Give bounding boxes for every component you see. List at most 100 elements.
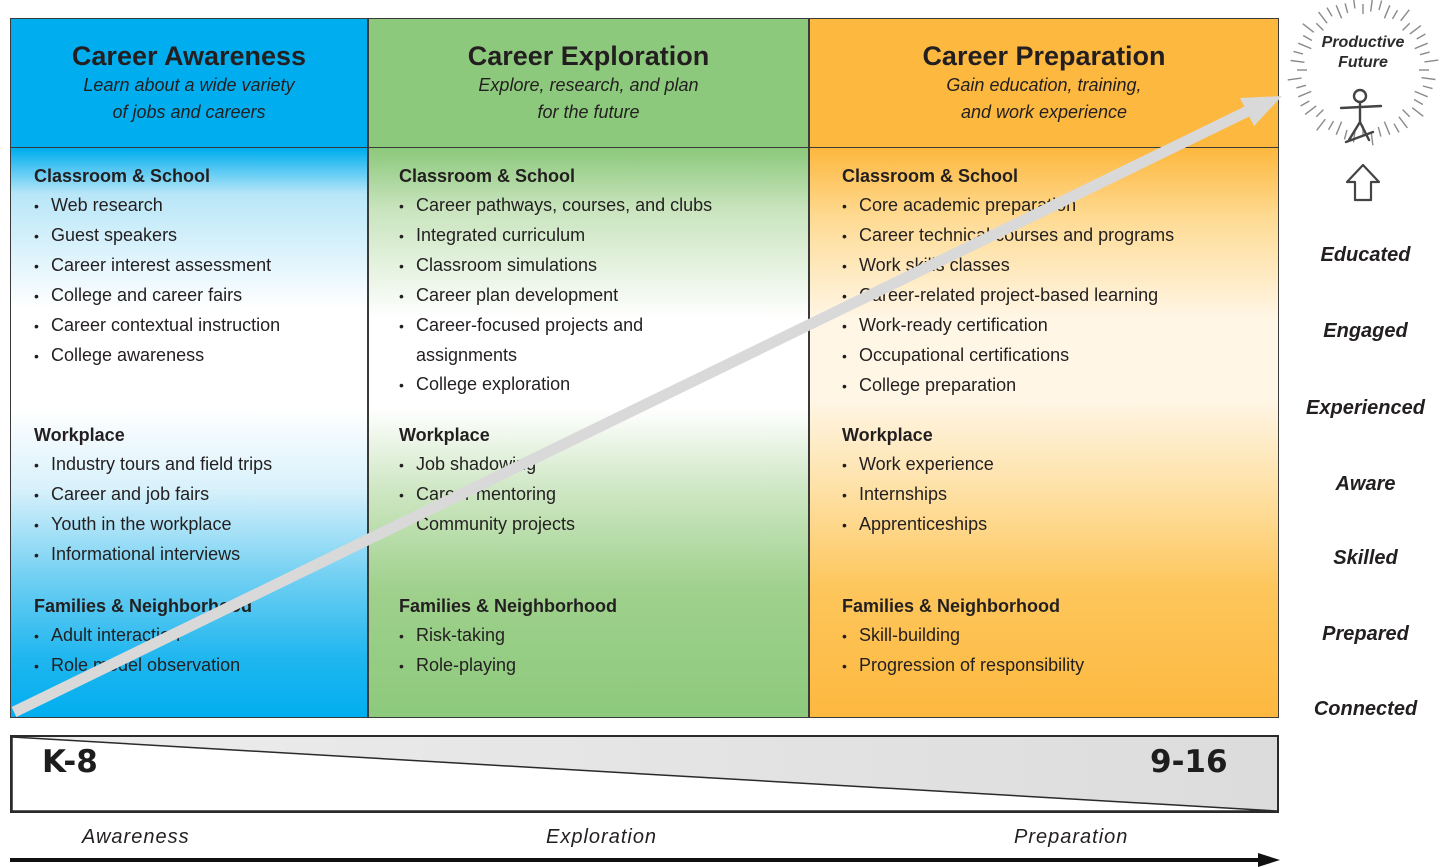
ray-stroke — [1398, 116, 1408, 129]
outcome-label: Prepared — [1322, 623, 1409, 645]
list-item: Youth in the workplace — [34, 510, 364, 540]
section-heading: Classroom & School — [399, 166, 576, 186]
preparation-families-section: Families & Neighborhood Skill-building P… — [842, 592, 1272, 681]
grade-left-label: K-8 — [42, 744, 98, 780]
ray-stroke — [1383, 121, 1391, 135]
list-item: Risk-taking — [399, 621, 799, 651]
ray-stroke — [1296, 84, 1307, 89]
ray-stroke — [1414, 90, 1428, 98]
section-heading: Families & Neighborhood — [842, 596, 1061, 616]
list-item: Job shadowing — [399, 450, 799, 480]
exploration-subtitle-line2: for the future — [537, 102, 640, 122]
list-item: Occupational certifications — [842, 341, 1272, 371]
preparation-header: Career Preparation Gain education, train… — [809, 40, 1279, 126]
outcome-label: Connected — [1313, 698, 1418, 720]
exploration-header: Career Exploration Explore, research, an… — [368, 40, 809, 126]
list-item: College awareness — [34, 341, 364, 371]
outcome-label: Engaged — [1323, 320, 1408, 342]
ray-stroke — [1335, 5, 1343, 19]
awareness-title: Career Awareness — [71, 41, 307, 71]
header-divider — [10, 147, 1279, 148]
awareness-workplace-section: Workplace Industry tours and field trips… — [34, 421, 364, 570]
ray-stroke — [1419, 51, 1430, 56]
list-item: Career plan development — [399, 281, 799, 311]
ray-stroke — [1304, 105, 1317, 115]
ray-stroke — [1302, 23, 1315, 33]
list-item: College and career fairs — [34, 281, 364, 311]
outcome-label: Aware — [1335, 473, 1396, 495]
list-item: Classroom simulations — [399, 251, 799, 281]
ray-stroke — [1327, 120, 1335, 131]
section-heading: Classroom & School — [842, 166, 1019, 186]
list-item: Adult interaction — [34, 621, 364, 651]
list-item: Work skills classes — [842, 251, 1272, 281]
outcome-label: Educated — [1320, 244, 1411, 266]
ray-stroke — [1411, 107, 1424, 117]
list-item: Integrated curriculum — [399, 221, 799, 251]
list-item: Role model observation — [34, 651, 364, 681]
ray-stroke — [1335, 121, 1343, 135]
preparation-subtitle-line1: Gain education, training, — [946, 75, 1142, 95]
ray-stroke — [1298, 42, 1312, 50]
figure-icon — [1339, 88, 1383, 144]
badge-line2: Future — [1338, 54, 1388, 71]
ray-stroke — [1377, 126, 1382, 137]
ray-stroke — [1409, 25, 1422, 35]
list-item: Role-playing — [399, 651, 799, 681]
list-item: Career-focused projects and assignments — [399, 311, 716, 370]
exploration-classroom-list: Career pathways, courses, and clubs Inte… — [399, 191, 799, 400]
up-arrow-icon — [1345, 163, 1381, 202]
list-item: Guest speakers — [34, 221, 364, 251]
ray-stroke — [1318, 11, 1328, 24]
ray-stroke — [1402, 109, 1411, 118]
ray-stroke — [1413, 98, 1424, 106]
exploration-workplace-list: Job shadowing Career mentoring Community… — [399, 450, 799, 540]
ray-stroke — [1293, 50, 1304, 55]
awareness-classroom-section: Classroom & School Web research Guest sp… — [34, 162, 364, 371]
awareness-families-list: Adult interaction Role model observation — [34, 621, 364, 681]
preparation-workplace-list: Work experience Internships Apprenticesh… — [842, 450, 1272, 540]
exploration-families-list: Risk-taking Role-playing — [399, 621, 799, 681]
outcome-label: Experienced — [1306, 397, 1425, 419]
productive-future-badge: Productive Future — [1283, 0, 1443, 210]
list-item: Work-ready certification — [842, 311, 1272, 341]
preparation-families-list: Skill-building Progression of responsibi… — [842, 621, 1272, 681]
timeline-arrow — [10, 853, 1280, 867]
list-item: College exploration — [399, 370, 799, 400]
list-item: Career and job fairs — [34, 480, 364, 510]
ray-stroke — [1370, 0, 1373, 12]
ray-stroke — [1316, 118, 1326, 131]
badge-line1: Productive — [1321, 34, 1405, 51]
preparation-title: Career Preparation — [922, 41, 1166, 71]
stage-label: Awareness — [82, 826, 190, 848]
ray-stroke — [1402, 22, 1411, 31]
awareness-families-section: Families & Neighborhood Adult interactio… — [34, 592, 364, 681]
ray-stroke — [1424, 59, 1439, 63]
list-item: Career contextual instruction — [34, 311, 364, 341]
list-item: Skill-building — [842, 621, 1272, 651]
stage-label: Exploration — [546, 826, 658, 848]
awareness-subtitle-line2: of jobs and careers — [112, 102, 266, 122]
list-item: Community projects — [399, 510, 799, 540]
grade-progression-bar — [10, 735, 1279, 813]
ray-stroke — [1421, 77, 1436, 81]
list-item: Career mentoring — [399, 480, 799, 510]
list-item: Career technical courses and programs — [842, 221, 1272, 251]
stage-label: Preparation — [1014, 826, 1129, 848]
exploration-title: Career Exploration — [467, 41, 710, 71]
ray-stroke — [1383, 5, 1391, 19]
wedge-shape — [12, 737, 1277, 811]
list-item: Core academic preparation — [842, 191, 1272, 221]
section-heading: Workplace — [399, 425, 490, 445]
awareness-workplace-list: Industry tours and field trips Career an… — [34, 450, 364, 570]
ray-stroke — [1393, 123, 1400, 133]
ray-stroke — [1344, 3, 1349, 14]
section-heading: Families & Neighborhood — [34, 596, 253, 616]
section-heading: Classroom & School — [34, 166, 211, 186]
ray-stroke — [1300, 100, 1310, 107]
grade-right-label: 9-16 — [1150, 744, 1228, 780]
awareness-subtitle-line1: Learn about a wide variety — [83, 75, 295, 95]
section-heading: Workplace — [842, 425, 933, 445]
ray-stroke — [1343, 129, 1348, 140]
awareness-header: Career Awareness Learn about a wide vari… — [10, 40, 368, 126]
